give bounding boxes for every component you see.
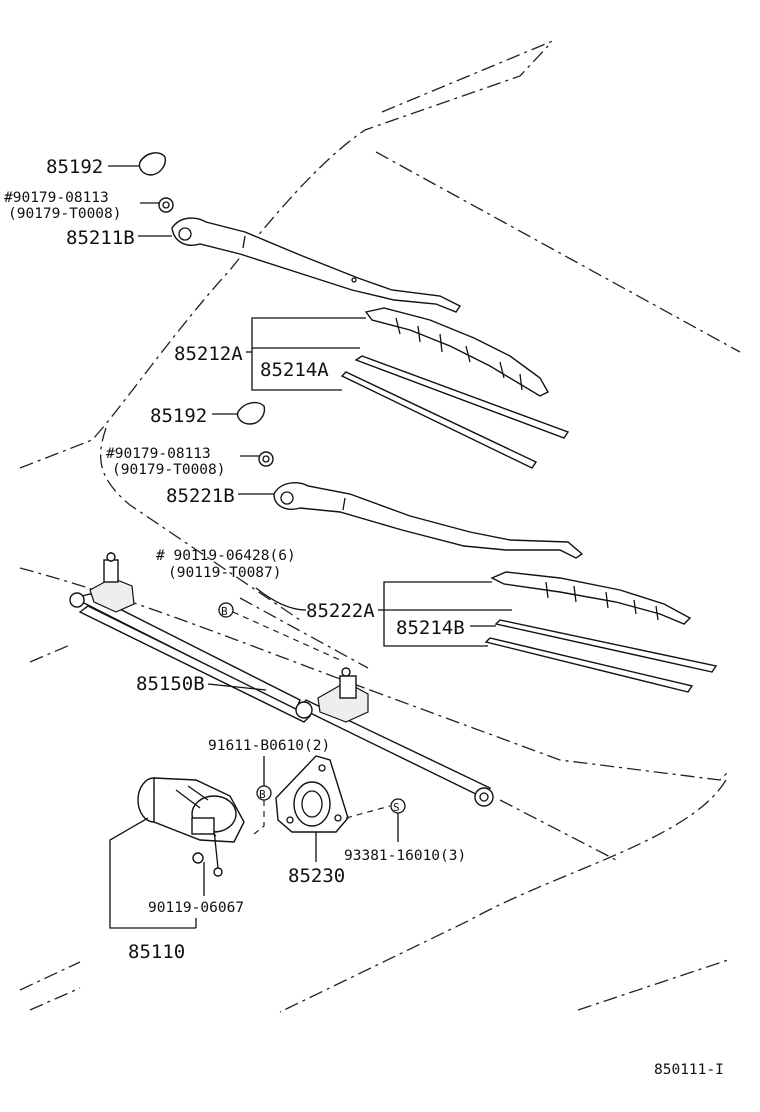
figure-code: 850111-I [654,1062,724,1078]
marker-b-upper: B [218,602,234,618]
label-90179-T0008-mid: (90179-T0008) [112,462,226,478]
windshield-outline [19,39,741,1013]
label-93381-16010: 93381-16010(3) [344,848,466,864]
label-85192-top: 85192 [46,156,103,178]
wiper-blade-85222A [490,571,692,625]
wiper-arm-85211B [171,217,462,313]
cap-85192-mid [236,401,266,425]
cap-85192-top [138,152,167,176]
wiper-linkage-85150B [69,552,494,807]
label-85211B: 85211B [66,227,135,249]
label-85150B: 85150B [136,673,205,695]
label-90119-06428: # 90119-06428(6) [156,548,296,564]
label-91611-B0610: 91611-B0610(2) [208,738,330,754]
label-90119-06067: 90119-06067 [148,900,244,916]
label-90179-08113-mid: #90179-08113 [106,446,211,462]
nut-mid [258,451,274,467]
leader-lines [108,165,512,929]
label-90119-T0087: (90119-T0087) [168,565,282,581]
label-85214A: 85214A [260,359,329,381]
label-85212A: 85212A [174,343,243,365]
label-85221B: 85221B [166,485,235,507]
svg-text:S: S [393,801,400,814]
label-85222A: 85222A [306,600,375,622]
marker-s: S [390,798,406,814]
label-85192-mid: 85192 [150,405,207,427]
marker-b-lower: B [256,785,272,801]
svg-text:B: B [221,605,228,618]
svg-text:B: B [259,788,266,801]
wiper-arm-85221B [273,482,584,559]
motor-bracket-85230 [275,755,349,833]
wiper-refill-85214B [484,619,718,693]
label-90179-08113-top: #90179-08113 [4,190,109,206]
label-85214B: 85214B [396,617,465,639]
wiper-refill-85214A [340,355,570,469]
label-85110: 85110 [128,941,185,963]
label-85230: 85230 [288,865,345,887]
wiper-blade-85212A [364,307,549,397]
wiper-motor-85110 [137,777,245,877]
nut-top [158,197,174,213]
label-90179-T0008-top: (90179-T0008) [8,206,122,222]
